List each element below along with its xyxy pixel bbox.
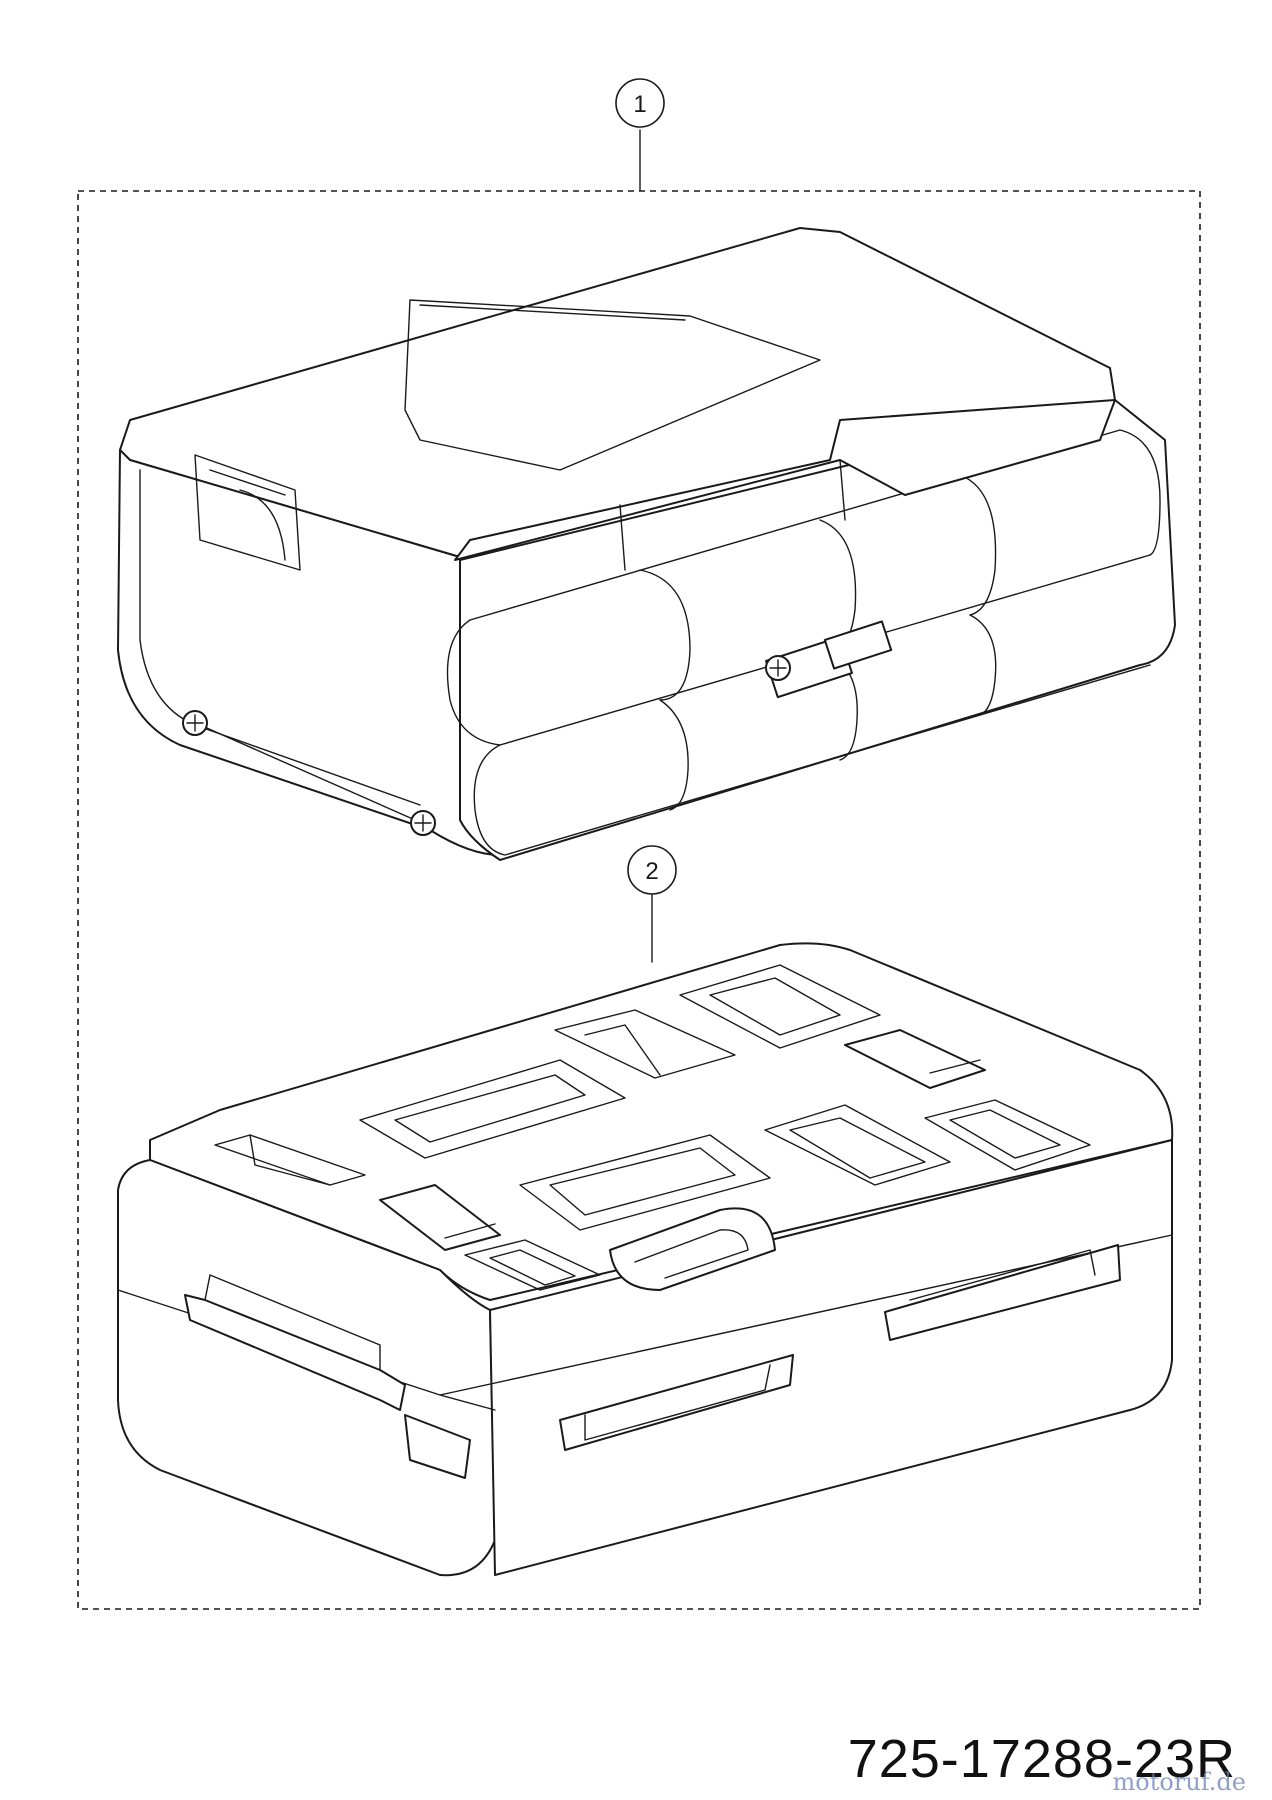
tray-pocket-4: [679, 964, 881, 1049]
screw-right: [410, 810, 436, 836]
tray-tab-2: [379, 1184, 501, 1251]
side-clip-corner: [404, 1414, 471, 1479]
tray-handle: [609, 1207, 776, 1291]
callout-2[interactable]: 2: [627, 845, 677, 963]
tray-pocket-3: [554, 1009, 736, 1079]
cell-row-top: [446, 429, 1161, 746]
tray-pocket-5: [764, 1104, 951, 1186]
tray-pocket-1: [214, 1134, 366, 1186]
callout-2-number: 2: [645, 858, 658, 885]
tray-pocket-7: [519, 1134, 771, 1231]
drawing-part-number: 725-17288-23R: [847, 1729, 1236, 1789]
side-clip-front: [559, 1354, 794, 1451]
connector-clip: [765, 620, 893, 699]
tray-pocket-8: [464, 1239, 601, 1291]
callout-1-number: 1: [633, 91, 646, 118]
side-clip-left: [184, 1274, 406, 1411]
tray-pocket-2: [359, 1059, 626, 1159]
tray-tab-1: [844, 1029, 986, 1089]
battery-tray[interactable]: [117, 942, 1174, 1577]
tray-pocket-6: [924, 1099, 1091, 1171]
battery-pack[interactable]: [117, 227, 1176, 861]
side-clip-right: [884, 1244, 1121, 1341]
assembly-boundary: [77, 190, 1201, 1610]
watermark-logo: motoruf.de: [1112, 1768, 1246, 1796]
callout-1[interactable]: 1: [615, 78, 665, 192]
screw-left: [182, 710, 208, 736]
